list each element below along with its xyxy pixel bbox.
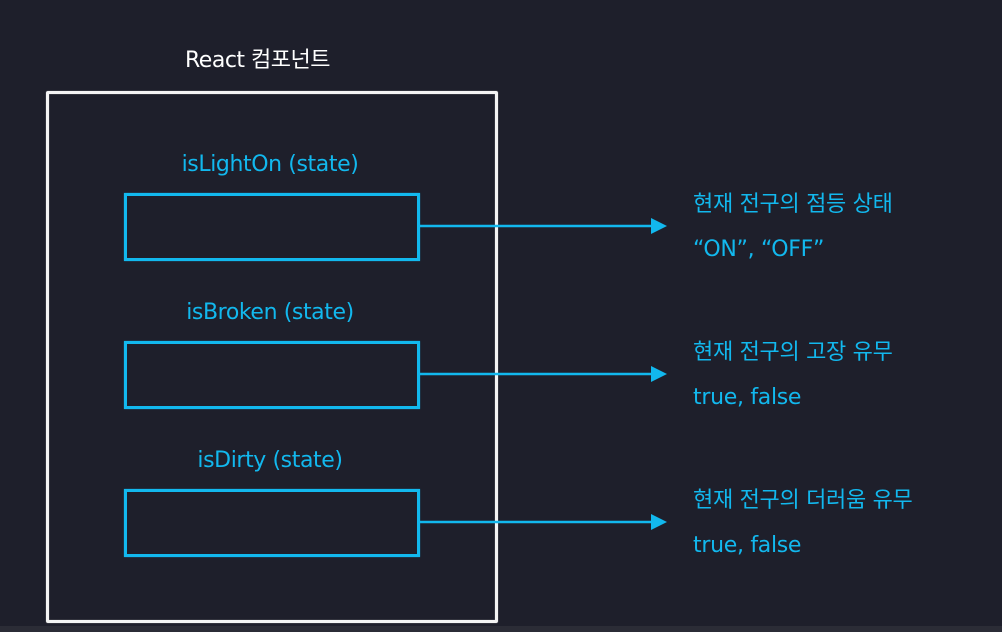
description-isdirty-title: 현재 전구의 더러움 유무 — [693, 488, 913, 513]
description-isdirty-values: true, false — [693, 533, 802, 558]
state-label-isbroken: isBroken (state) — [186, 300, 354, 325]
state-label-isdirty: isDirty (state) — [197, 448, 343, 473]
description-isbroken-title: 현재 전구의 고장 유무 — [693, 340, 893, 365]
state-box-islighton — [124, 193, 420, 261]
state-box-isbroken — [124, 341, 420, 409]
description-islighton-values: “ON”, “OFF” — [693, 237, 825, 262]
bottom-bar — [0, 626, 1002, 632]
state-label-islighton: isLightOn (state) — [181, 152, 359, 177]
component-title: React 컴포넌트 — [185, 48, 331, 73]
description-islighton-title: 현재 전구의 점등 상태 — [693, 192, 893, 217]
state-box-isdirty — [124, 489, 420, 557]
react-component-frame — [46, 91, 498, 623]
description-isbroken-values: true, false — [693, 385, 802, 410]
